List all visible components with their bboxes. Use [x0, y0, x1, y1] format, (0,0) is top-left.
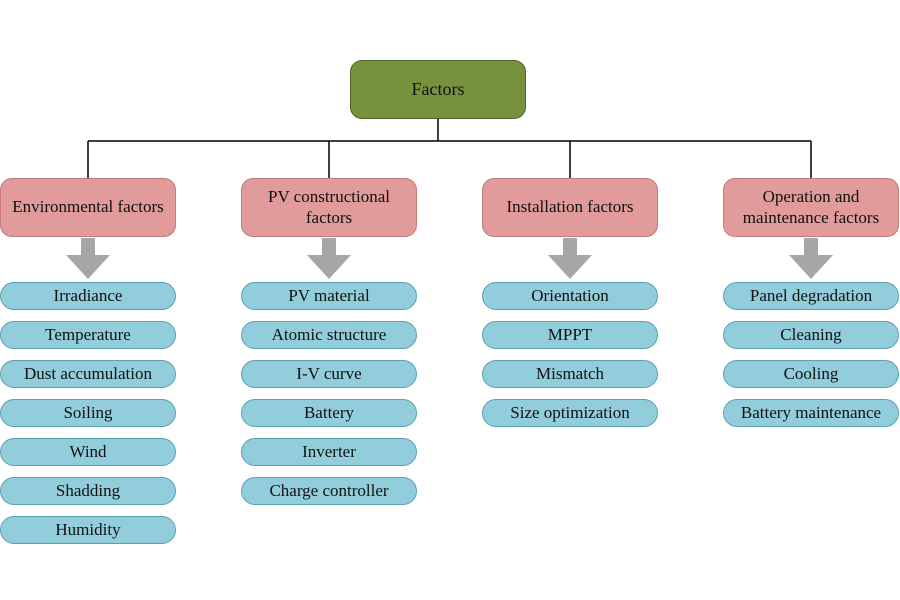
factor-item: Shadding — [0, 477, 176, 505]
factor-item: Inverter — [241, 438, 417, 466]
category-node: Operation and maintenance factors — [723, 178, 899, 237]
category-node: Environmental factors — [0, 178, 176, 237]
factor-item: Dust accumulation — [0, 360, 176, 388]
category-node: PV constructional factors — [241, 178, 417, 237]
factor-item: Orientation — [482, 282, 658, 310]
factor-item: MPPT — [482, 321, 658, 349]
factor-item: Cooling — [723, 360, 899, 388]
factor-item: Battery maintenance — [723, 399, 899, 427]
factor-item: Battery — [241, 399, 417, 427]
factor-item: Size optimization — [482, 399, 658, 427]
factor-item: Charge controller — [241, 477, 417, 505]
factor-item: Cleaning — [723, 321, 899, 349]
factor-item: Humidity — [0, 516, 176, 544]
category-node: Installation factors — [482, 178, 658, 237]
factor-item: Mismatch — [482, 360, 658, 388]
factor-item: Atomic structure — [241, 321, 417, 349]
factor-item: Temperature — [0, 321, 176, 349]
root-node-factors: Factors — [350, 60, 526, 119]
factor-item: Soiling — [0, 399, 176, 427]
factor-item: Wind — [0, 438, 176, 466]
factor-item: Irradiance — [0, 282, 176, 310]
factor-item: PV material — [241, 282, 417, 310]
factor-item: I-V curve — [241, 360, 417, 388]
factor-item: Panel degradation — [723, 282, 899, 310]
